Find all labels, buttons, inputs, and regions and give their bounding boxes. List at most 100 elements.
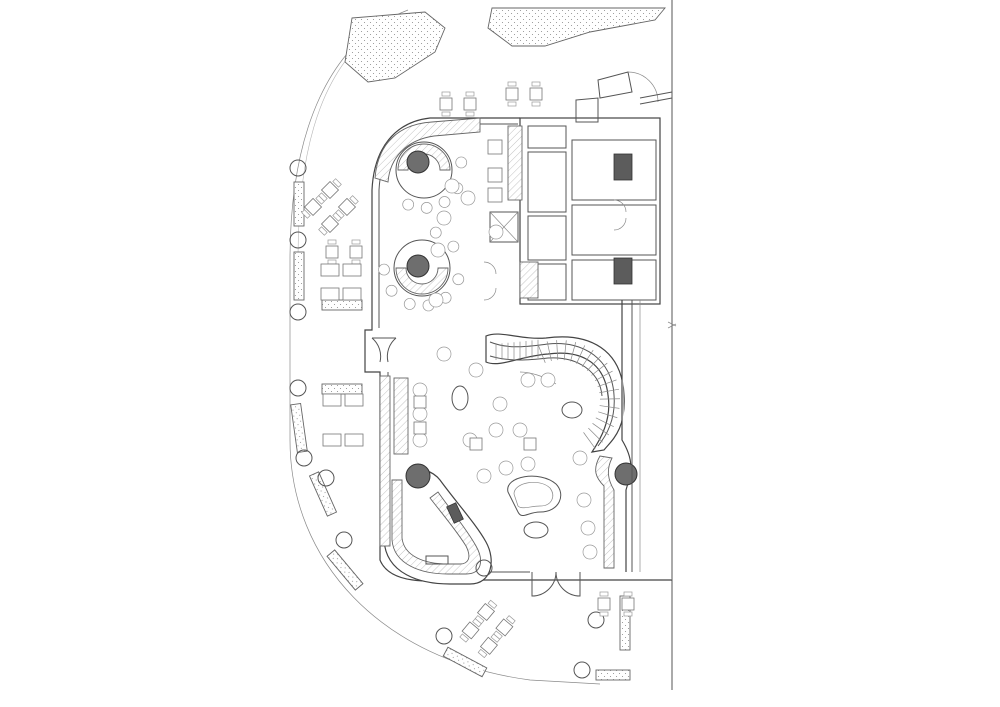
outdoor-table bbox=[342, 263, 362, 277]
chair bbox=[488, 422, 504, 438]
bar-counter-southwest bbox=[383, 468, 492, 585]
bar-stool bbox=[420, 202, 433, 214]
round-planter bbox=[295, 449, 313, 467]
outdoor-table bbox=[342, 287, 362, 301]
outdoor-table bbox=[463, 97, 477, 111]
outdoor-chair bbox=[507, 81, 517, 87]
bar-stool bbox=[447, 240, 460, 253]
outdoor-table bbox=[344, 433, 364, 447]
outdoor-table bbox=[461, 621, 480, 640]
stair-tread bbox=[588, 427, 603, 443]
chair bbox=[412, 432, 428, 448]
planter-top-left bbox=[344, 11, 446, 83]
chair bbox=[476, 468, 492, 484]
round-planter bbox=[435, 627, 453, 645]
outdoor-table bbox=[303, 197, 323, 217]
bar-stool bbox=[429, 226, 442, 239]
round-bar-north bbox=[395, 141, 453, 199]
round-planter bbox=[289, 379, 307, 397]
chair bbox=[540, 372, 556, 388]
outdoor-chair bbox=[599, 591, 609, 597]
chair bbox=[444, 178, 460, 194]
outdoor-table bbox=[495, 618, 514, 637]
outdoor-chair bbox=[318, 226, 328, 236]
chair bbox=[430, 242, 446, 258]
indoor-table bbox=[413, 421, 427, 435]
outdoor-table bbox=[621, 597, 635, 611]
round-planter bbox=[587, 611, 605, 629]
stair-tread bbox=[546, 341, 552, 362]
outdoor-chair bbox=[332, 178, 342, 188]
stair-tread bbox=[594, 370, 613, 382]
outdoor-table bbox=[529, 87, 543, 101]
stair-tread bbox=[583, 432, 596, 449]
round-planter bbox=[289, 159, 307, 177]
outdoor-table bbox=[476, 602, 496, 622]
round-bar-middle bbox=[393, 239, 451, 297]
bench-west-wall bbox=[379, 375, 391, 547]
outdoor-chair bbox=[623, 591, 633, 597]
outdoor-table bbox=[322, 433, 342, 447]
outdoor-table-set bbox=[439, 91, 477, 117]
stair-tread bbox=[563, 340, 567, 361]
outdoor-table bbox=[320, 287, 340, 301]
outdoor-table bbox=[325, 245, 339, 259]
outdoor-table bbox=[344, 393, 364, 407]
break-mark bbox=[667, 321, 677, 329]
outdoor-table bbox=[322, 393, 342, 407]
coffee-table bbox=[523, 521, 549, 539]
outdoor-chair bbox=[349, 195, 359, 205]
chair bbox=[488, 224, 504, 240]
stair-tread bbox=[597, 379, 617, 387]
outdoor-table bbox=[320, 263, 340, 277]
outdoor-table-set bbox=[459, 599, 516, 659]
outdoor-table bbox=[439, 97, 453, 111]
round-planter bbox=[317, 469, 335, 487]
outdoor-table bbox=[505, 87, 519, 101]
bar-stool bbox=[378, 263, 390, 276]
indoor-seating bbox=[412, 178, 598, 560]
stair-tread bbox=[556, 340, 559, 361]
round-planters bbox=[289, 159, 605, 679]
chair bbox=[436, 210, 452, 226]
booth-seating-core bbox=[487, 125, 523, 203]
outdoor-tables bbox=[301, 81, 635, 659]
outdoor-chair bbox=[351, 239, 361, 245]
bar-stool bbox=[403, 298, 416, 310]
chair bbox=[512, 422, 528, 438]
west-entry-door-2 bbox=[386, 337, 397, 363]
outdoor-table bbox=[337, 197, 357, 217]
oval-table bbox=[451, 385, 469, 411]
stair-tread bbox=[586, 355, 602, 371]
chair bbox=[520, 372, 536, 388]
outdoor-table bbox=[349, 245, 363, 259]
planter-top-right bbox=[487, 7, 666, 47]
stair-tread bbox=[599, 405, 620, 409]
round-planter bbox=[335, 531, 353, 549]
service-core bbox=[483, 71, 673, 305]
stair-tread bbox=[595, 417, 614, 427]
stair-tread bbox=[591, 362, 608, 376]
outdoor-table-set bbox=[597, 591, 635, 617]
stair-tread bbox=[576, 345, 586, 364]
round-planter bbox=[475, 559, 493, 577]
island-sofa bbox=[507, 475, 562, 517]
outdoor-chair bbox=[301, 209, 311, 219]
terrace-planters-west bbox=[290, 181, 631, 681]
outdoor-chair bbox=[531, 81, 541, 87]
island-sofa-inner bbox=[513, 481, 554, 509]
round-planter bbox=[573, 661, 591, 679]
chair bbox=[436, 346, 452, 362]
chair bbox=[582, 544, 598, 560]
outdoor-chair bbox=[441, 91, 451, 97]
outdoor-table-set bbox=[325, 239, 363, 265]
west-entry-door bbox=[371, 337, 396, 363]
outdoor-chair bbox=[315, 195, 325, 205]
outdoor-chair bbox=[459, 633, 469, 643]
column-east bbox=[614, 462, 638, 486]
outdoor-chair bbox=[490, 633, 501, 643]
outdoor-chair bbox=[599, 611, 609, 617]
outdoor-chair bbox=[465, 111, 475, 117]
stair-tread bbox=[599, 388, 620, 394]
chair bbox=[580, 520, 596, 536]
